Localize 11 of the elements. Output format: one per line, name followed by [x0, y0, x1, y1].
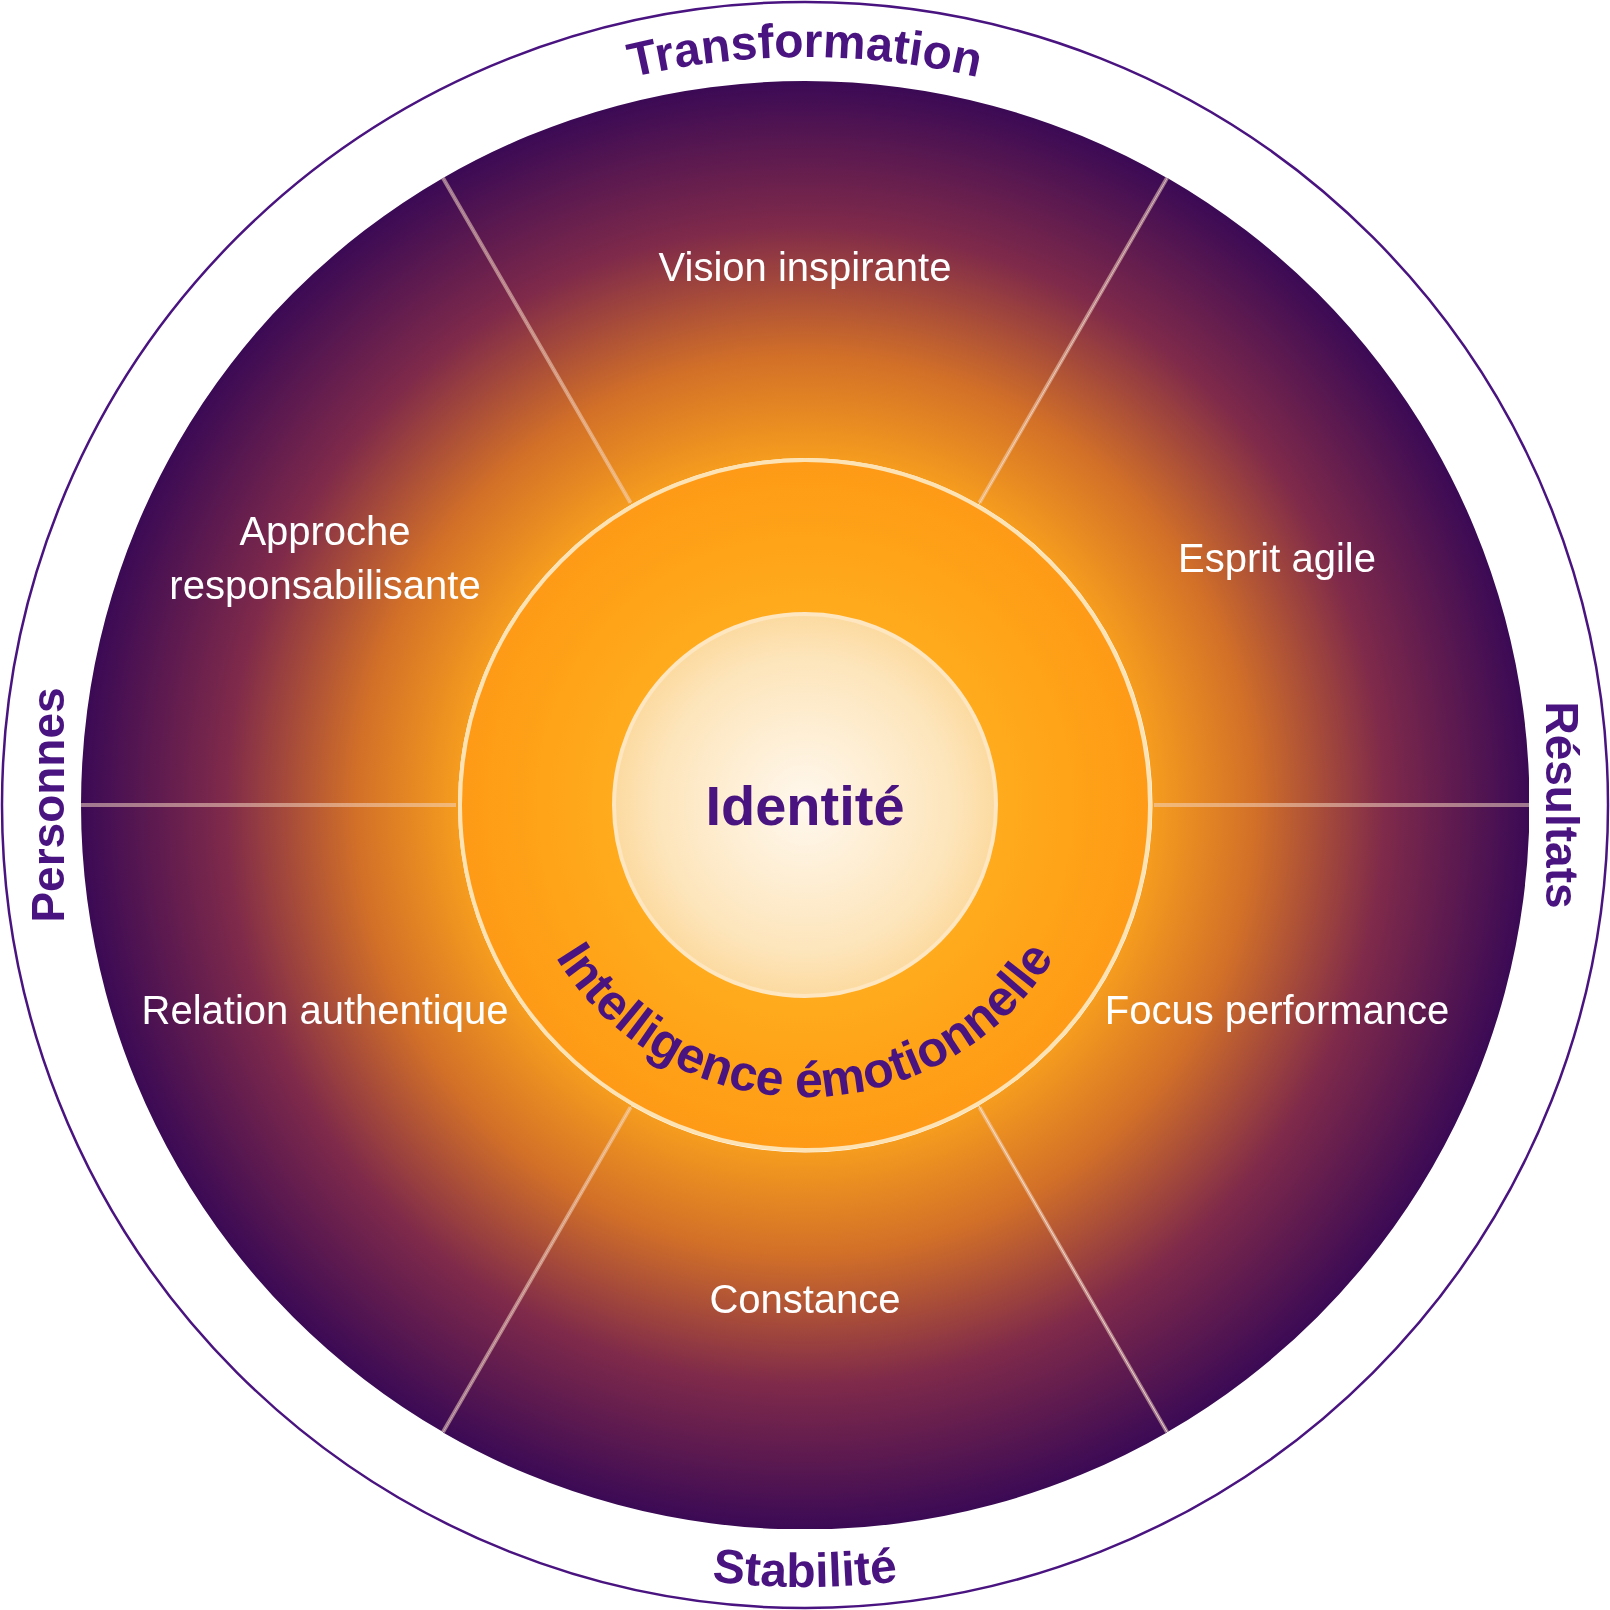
- segment-label: Focus performance: [1103, 987, 1451, 1034]
- category-label: Stabilité: [710, 1538, 900, 1598]
- category-label: Transformation: [622, 13, 988, 87]
- segment-label: Constance: [708, 1276, 902, 1323]
- category-label: Personnes: [21, 687, 75, 923]
- segment-label: Esprit agile: [1177, 535, 1377, 582]
- segment-label: Vision inspirante: [657, 244, 953, 291]
- category-label: Résultats: [1535, 701, 1589, 909]
- core-label: Identité: [705, 772, 905, 838]
- segment-label: Approche responsabilisante: [168, 508, 482, 609]
- segment-label: Relation authentique: [140, 987, 510, 1034]
